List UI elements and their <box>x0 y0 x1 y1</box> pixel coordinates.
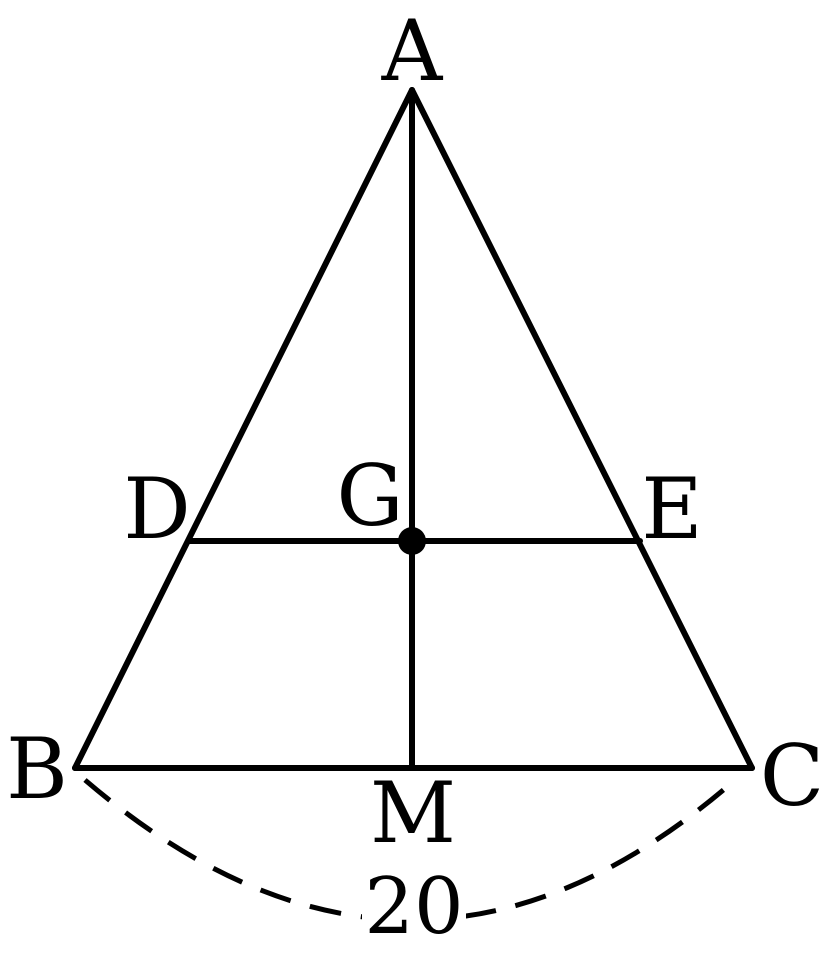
point-g-dot <box>398 527 426 555</box>
label-e: E <box>641 460 702 558</box>
length-label-backing <box>362 862 466 944</box>
base-length-arc <box>83 778 737 923</box>
side-ab <box>72 87 415 771</box>
label-g: G <box>336 447 403 545</box>
label-m: M <box>370 764 456 862</box>
label-d: D <box>123 460 190 558</box>
label-a: A <box>381 2 444 100</box>
side-ac <box>409 87 755 771</box>
label-c: C <box>760 727 821 825</box>
label-b: B <box>6 720 68 818</box>
base-length-label: 20 <box>364 862 463 952</box>
